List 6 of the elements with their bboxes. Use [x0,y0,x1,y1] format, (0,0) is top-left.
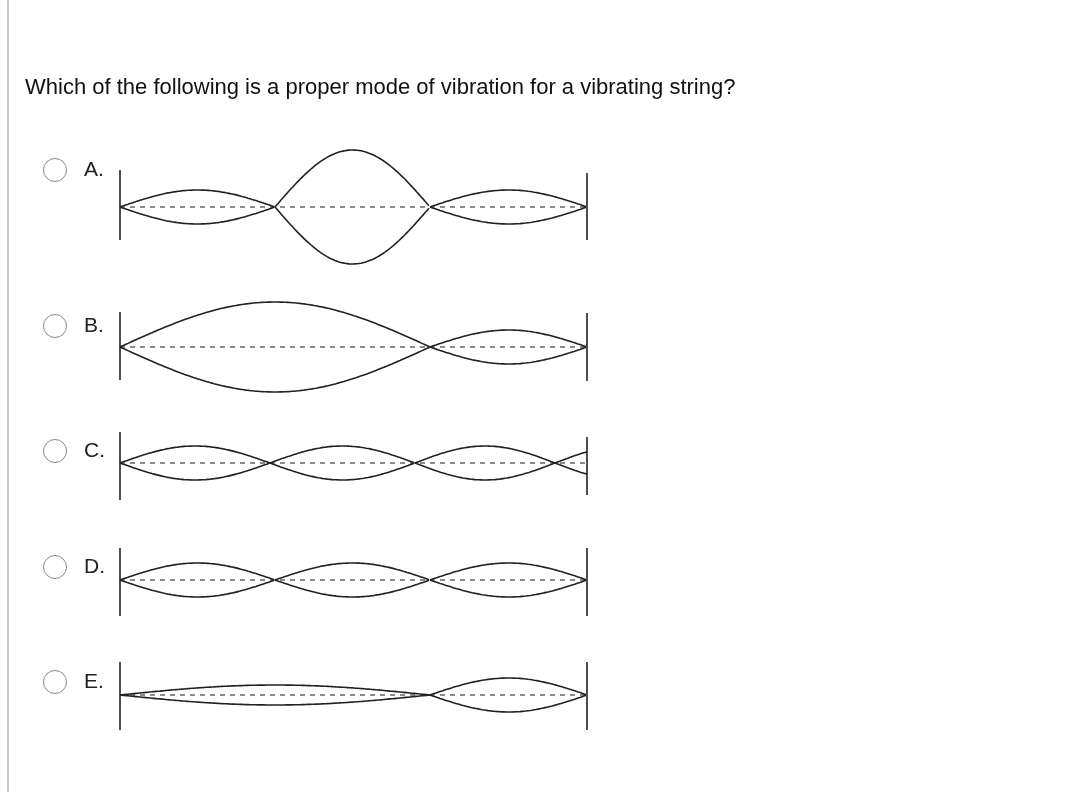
option-label: E. [84,669,104,693]
question-text: Which of the following is a proper mode of vibration for a vibrating string? [25,74,736,100]
option-label: C. [84,438,105,462]
option-label: D. [84,554,105,578]
option-label: A. [84,157,104,181]
option-label: B. [84,313,104,337]
